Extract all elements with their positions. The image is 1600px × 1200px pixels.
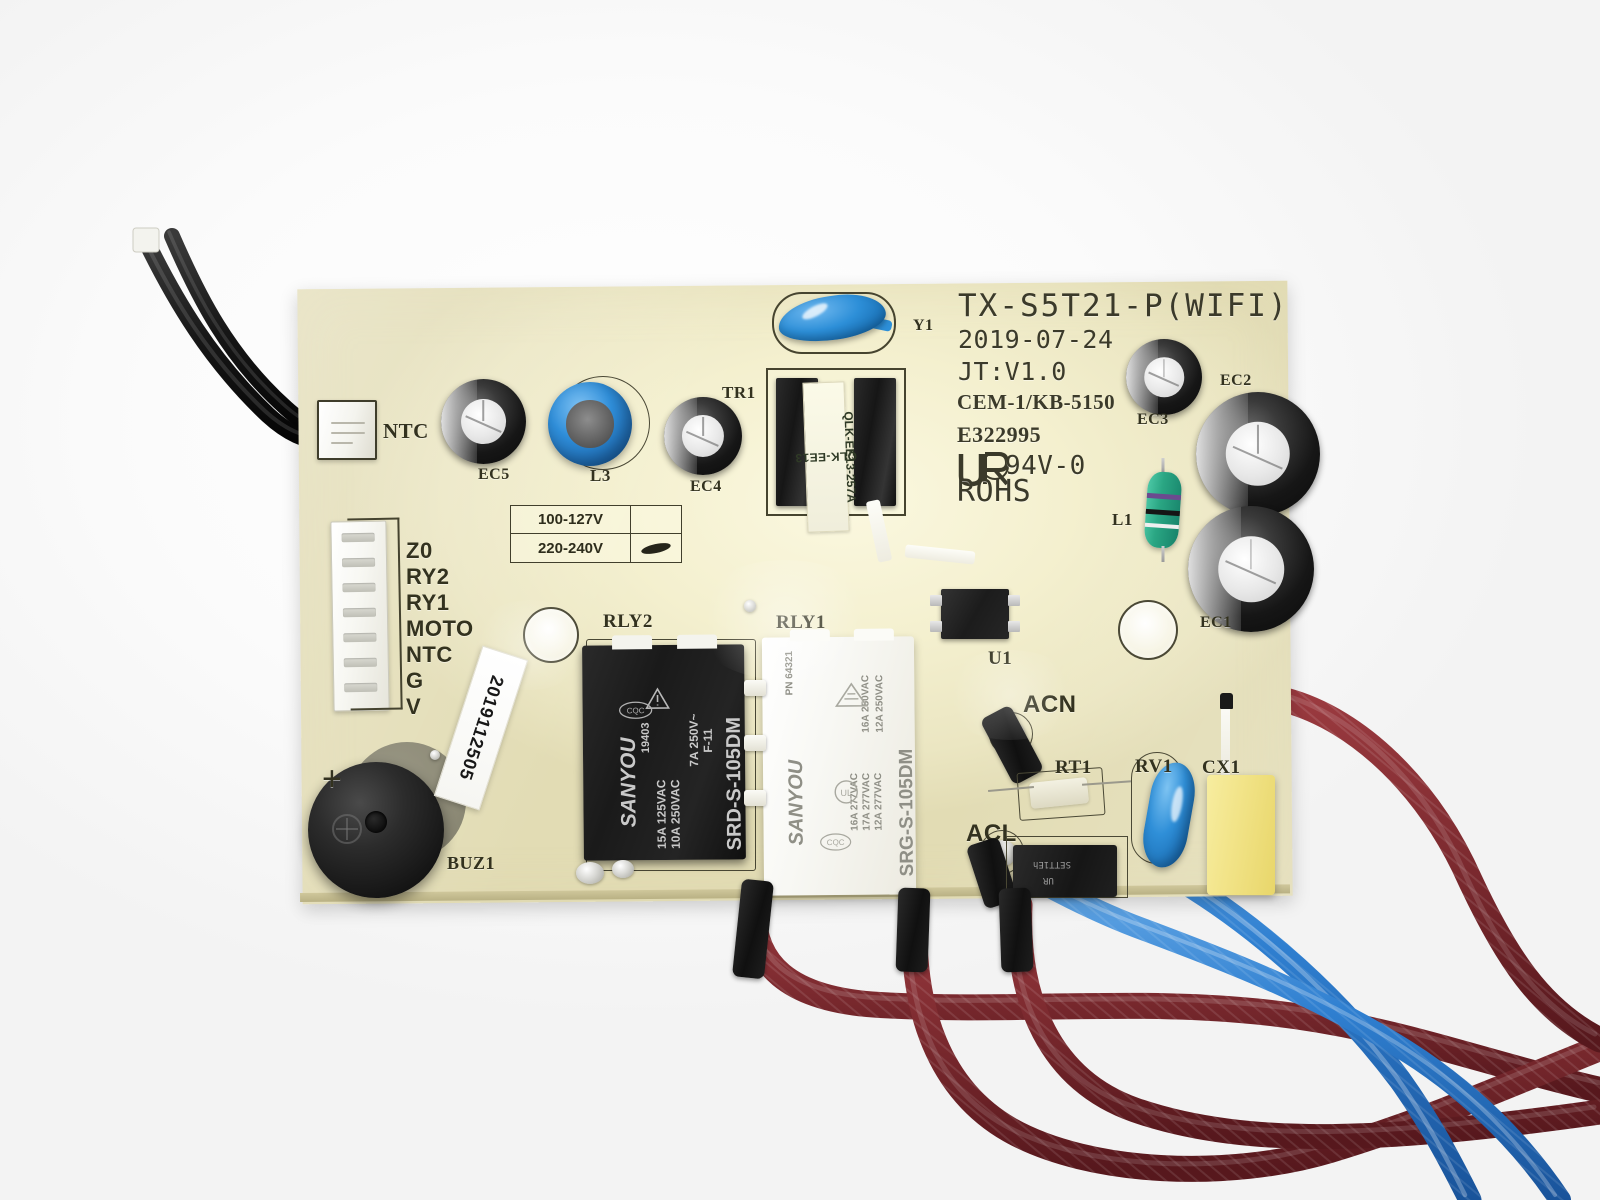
transformer-label-sticker: QLK-EE13 [795, 381, 857, 533]
x-capacitor-cx1 [1207, 775, 1275, 895]
relay1-brand: SANYOU [784, 759, 808, 846]
buzzer-label: BUZ1 [447, 853, 496, 873]
relay1-lot: PN 64321 [783, 650, 796, 696]
capacitor-ec5 [441, 379, 526, 464]
capacitor-ec3-label: EC3 [1137, 411, 1169, 428]
inductor-l1 [1143, 470, 1183, 550]
relay1-cqc-icon: CQC [820, 833, 852, 851]
capacitor-ec1 [1188, 506, 1314, 632]
relay1-rating-3: 12A 277VAC [873, 772, 885, 831]
svg-text:CQC: CQC [827, 838, 845, 847]
relay1-ul-icon: UL [834, 780, 858, 804]
connector-silk-outline [347, 517, 403, 711]
via-1 [744, 600, 756, 612]
y-cap-silk-outline [772, 292, 896, 354]
mains-wire-right-sleeve [998, 887, 1034, 973]
capacitor-ec2 [1196, 392, 1320, 516]
ntc-connector[interactable] [317, 400, 377, 460]
pin-label-g: G [406, 668, 424, 693]
inductor-l3-label: L3 [590, 466, 611, 485]
relay2-class: F-11 [700, 728, 716, 753]
ul-recognized-icon [958, 452, 1010, 487]
relay-terminal-2 [744, 735, 766, 751]
transformer-label: TR1 [722, 383, 756, 402]
capacitor-ec4-label: EC4 [690, 478, 722, 495]
pin-label-moto: MOTO [406, 616, 474, 641]
relay2-rating-2: 10A 250VAC [668, 779, 683, 849]
buzzer-buz1 [308, 762, 444, 898]
inductor-l1-lead-top [1161, 458, 1165, 474]
pin-label-ry1: RY1 [406, 590, 450, 615]
silk-ul-file-text: E322995 [957, 422, 1042, 447]
capacitor-ec1-label: EC1 [1200, 614, 1232, 631]
relay1-part-number: SRG-S-105DM [895, 748, 918, 877]
voltage-jumper-cell-220-240 [631, 534, 681, 562]
silk-version-text: JT:V1.0 [958, 357, 1067, 386]
silk-flammability-text: 94V-0 [1005, 451, 1086, 481]
via-2 [430, 750, 440, 760]
fuse-component: SETT1Eh UR [1013, 845, 1117, 897]
fuse-mark-line-2: UR [1043, 875, 1054, 885]
ntc-connector-label: NTC [383, 419, 429, 443]
relay2-datecode: 19403 [639, 722, 653, 754]
relay1-warning-icon [834, 682, 868, 707]
optocoupler-u1 [930, 589, 1020, 639]
fuse-footprint-outline [1006, 836, 1128, 898]
relay2-rating-3: 7A 250V~ [686, 713, 702, 767]
silk-rohs-text: ROHS [957, 474, 1032, 509]
varistor-rv1-label: RV1 [1135, 756, 1173, 777]
svg-text:UL: UL [840, 788, 852, 798]
y-cap-label: Y1 [913, 317, 934, 334]
fuse-mark-line-1: SETT1Eh [1033, 859, 1071, 869]
buzzer-sound-hole [365, 810, 387, 833]
relay1-rating-5: 12A 250VAC [874, 674, 886, 733]
inductor-l3 [548, 382, 632, 466]
pin-label-v: V [406, 694, 422, 719]
relay-terminal-1 [744, 680, 766, 696]
x-capacitor-cx1-label: CX1 [1202, 757, 1241, 778]
optocoupler-u1-label: U1 [988, 648, 1013, 669]
thermistor-rt1-label: RT1 [1055, 757, 1092, 778]
relay2-brand: SANYOU [616, 737, 641, 828]
capacitor-ec2-label: EC2 [1220, 372, 1252, 389]
relay1-label: RLY1 [776, 612, 826, 633]
inductor-l1-label: L1 [1112, 510, 1133, 529]
relay2-rating-1: 15A 125VAC [654, 779, 669, 850]
acn-label: ACN [1023, 691, 1077, 718]
pin-label-z0: Z0 [406, 538, 433, 563]
silk-material-text: CEM-1/KB-5150 [957, 390, 1116, 414]
relay2-label: RLY2 [603, 611, 653, 632]
pin-label-ntc: NTC [406, 642, 453, 667]
solder-joint-1 [576, 862, 604, 884]
buzzer-polarity-mark: + [322, 760, 343, 798]
buzzer-mark-icon [332, 813, 363, 844]
mains-wire-center-sleeve [895, 887, 931, 973]
relay2-warning-icon [645, 687, 671, 709]
capacitor-ec5-label: EC5 [478, 466, 510, 483]
relay-terminal-3 [744, 790, 766, 806]
jumper-link-icon [640, 540, 672, 556]
mount-hole-left [523, 607, 579, 663]
silk-model-text: TX-S5T21-P(WIFI) [958, 288, 1289, 324]
svg-text:CQC: CQC [627, 706, 645, 715]
solder-joint-2 [612, 860, 634, 878]
capacitor-ec4 [664, 397, 742, 475]
voltage-row-100-127: 100-127V [511, 506, 631, 534]
mount-hole-right [1118, 600, 1178, 660]
voltage-jumper-cell-100-127 [631, 506, 681, 534]
capacitor-ec3 [1126, 339, 1202, 415]
voltage-select-table: 100-127V 220-240V [510, 505, 682, 563]
relay1-rating-2: 17A 277VAC [861, 772, 873, 831]
cx1-lead [1220, 693, 1233, 777]
inductor-l1-lead-bottom [1161, 546, 1165, 562]
relay2-cqc-icon: CQC [618, 701, 653, 719]
voltage-row-220-240: 220-240V [511, 534, 631, 562]
relay-rly2: SANYOU 19403 15A 125VAC 10A 250VAC 7A 25… [582, 634, 746, 861]
silk-date-text: 2019-07-24 [958, 325, 1114, 354]
pin-label-ry2: RY2 [406, 564, 450, 589]
relay-rly1: SANYOU PN 64321 16A 277VAC 17A 277VAC 12… [761, 628, 918, 896]
